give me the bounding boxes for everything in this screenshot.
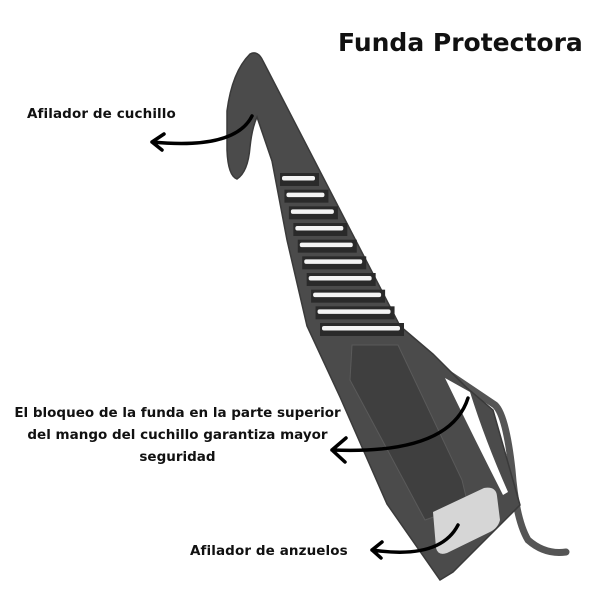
arrow-knife-sharpener xyxy=(150,114,254,152)
grip-slat xyxy=(317,309,391,314)
label-lock-line: seguridad xyxy=(139,449,216,465)
grip-slat xyxy=(295,226,344,231)
grip-slats xyxy=(280,173,404,336)
page-title: Funda Protectora xyxy=(338,28,583,57)
grip-slat xyxy=(304,259,363,264)
grip-slat xyxy=(308,276,372,281)
grip-slat xyxy=(299,242,353,248)
grip-slat xyxy=(286,192,325,198)
label-knife-sharpener: Afilador de cuchillo xyxy=(27,106,176,122)
grip-slat xyxy=(282,176,315,181)
grip-slat xyxy=(322,326,400,331)
grip-slat xyxy=(290,209,334,214)
label-hook-sharpener: Afilador de anzuelos xyxy=(190,543,348,559)
arrow-lock xyxy=(330,396,470,464)
label-lock-line: El bloqueo de la funda en la parte super… xyxy=(14,405,341,421)
label-lock-line: del mango del cuchillo garantiza mayor xyxy=(27,427,328,443)
clip-slot xyxy=(445,378,508,495)
label-lock: El bloqueo de la funda en la parte super… xyxy=(10,402,345,468)
grip-slat xyxy=(313,292,382,298)
arrow-hook-sharpener xyxy=(370,523,460,560)
